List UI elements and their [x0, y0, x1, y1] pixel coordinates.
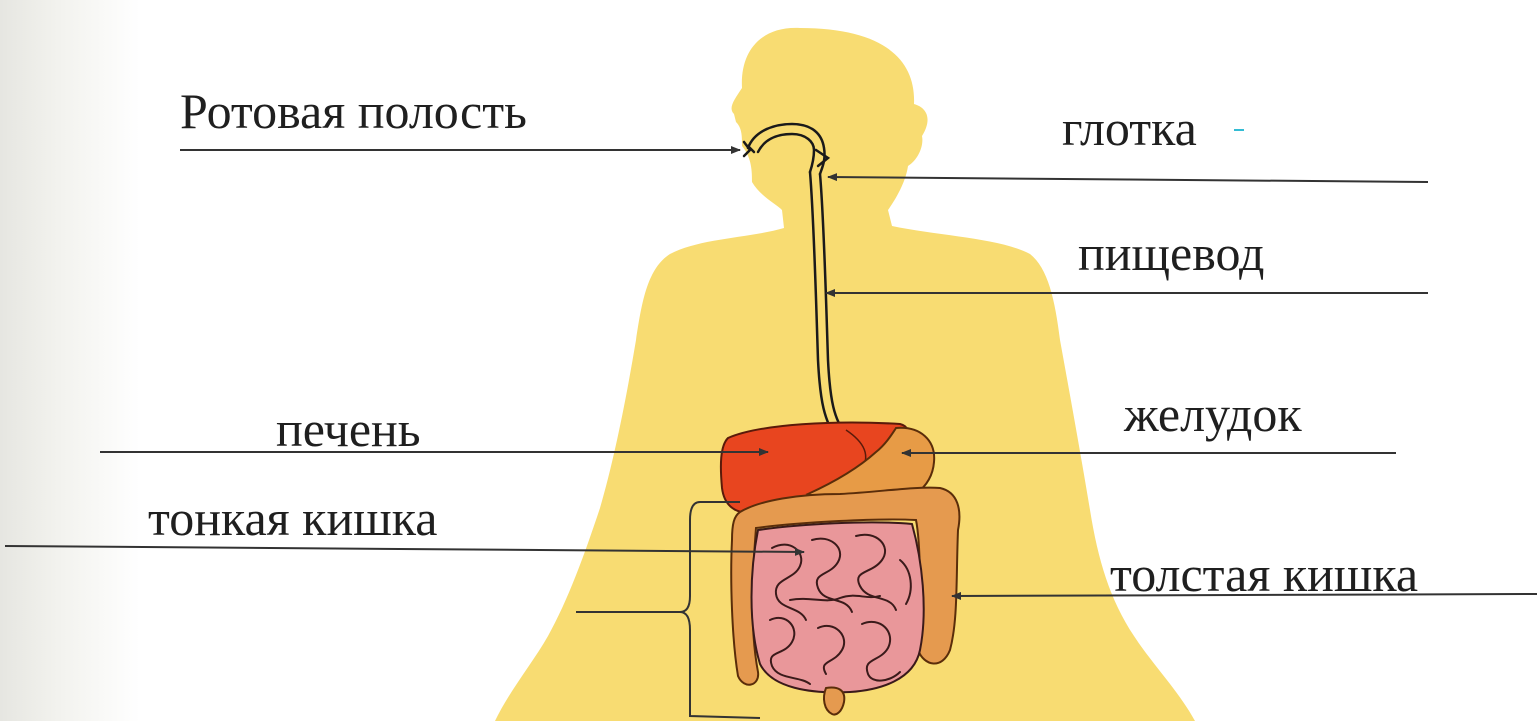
rectum — [824, 688, 844, 715]
label-mouth: Ротовая полость — [180, 86, 527, 136]
label-small-intestine: тонкая кишка — [148, 493, 437, 543]
label-liver: печень — [276, 404, 421, 454]
label-pharynx: глотка — [1062, 103, 1197, 153]
label-esophagus: пищевод — [1078, 228, 1264, 278]
label-stomach: желудок — [1124, 389, 1302, 439]
label-large-intestine: толстая кишка — [1110, 549, 1418, 599]
leader-pharynx — [828, 177, 1428, 182]
